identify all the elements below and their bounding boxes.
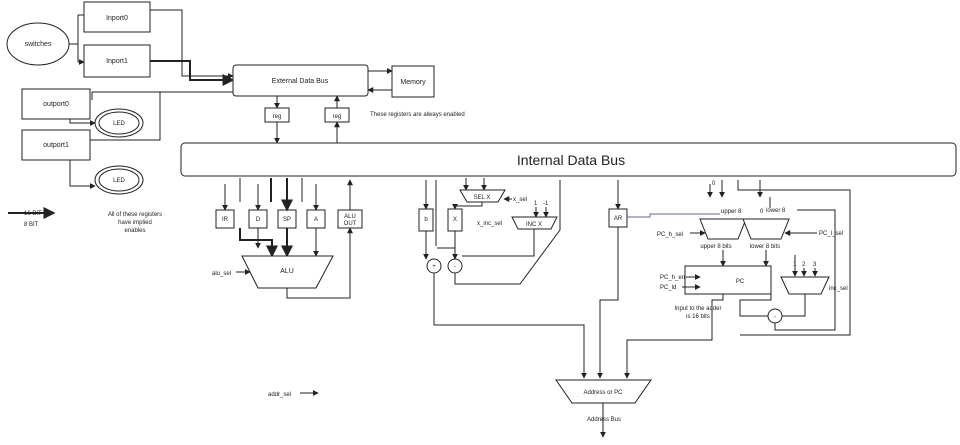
wire-ar-addr: [597, 227, 619, 379]
adder-note-2: is 16 bits: [686, 314, 710, 320]
wire-inport1-extbus: [150, 60, 235, 86]
implied-note-3: enables: [124, 228, 145, 234]
alu-label: ALU: [280, 268, 294, 275]
wire-alu-aluout: [286, 227, 353, 299]
external-data-bus: [232, 64, 369, 97]
wire-adder-x-loop: [454, 180, 561, 285]
inc-x-label: INC X: [526, 222, 542, 228]
inport0-label: Inport0: [106, 15, 128, 22]
wire-sp-alu-a: [239, 228, 278, 258]
led0-label: LED: [113, 121, 125, 127]
inc-in2: 2: [802, 262, 806, 268]
alu-sel-label: alu_sel: [212, 271, 231, 277]
led1-inner: [98, 168, 140, 192]
wire-pc-loop-upper: [737, 180, 851, 336]
pc-h-en-label: PC_h_en: [660, 275, 685, 281]
upper8-mux: [699, 218, 747, 240]
inc-x-in1: 1: [534, 201, 538, 207]
wire-pc-adder-out: [774, 209, 836, 331]
reg-x-label: X: [453, 217, 457, 223]
led1-label: LED: [113, 178, 125, 184]
reg-sp-label: SP: [283, 217, 291, 223]
pc-adder-symbol: -: [774, 314, 776, 320]
switches-label: switches: [25, 41, 52, 48]
wire-out1-in: [90, 125, 161, 141]
pc-label: PC: [736, 279, 745, 285]
x-inc-sel-label: x_inc_sel: [477, 221, 502, 227]
legend-8bit: 8 BIT: [24, 222, 39, 228]
always-enabled-note: These registers are always enabled: [370, 112, 465, 118]
upper8-in: upper 8: [721, 209, 742, 215]
addr-sel-label: addr_sel: [268, 392, 291, 398]
reg-right-label: reg: [333, 114, 342, 120]
led0-inner: [98, 111, 140, 135]
outport1-label: outport1: [43, 142, 69, 149]
pc-ld-label: PC_ld: [660, 285, 676, 291]
outport0-label: outport0: [43, 101, 69, 108]
adder-x-symbol: -: [454, 264, 456, 270]
wire-out1-led: [69, 160, 96, 189]
adder-note-1: Input to the adder: [674, 306, 721, 312]
wire-inport0-extbus: [150, 9, 234, 79]
lower8-in: lower 8: [766, 208, 786, 214]
reg-d-label: D: [256, 217, 261, 223]
address-mux-label: Address or PC: [583, 390, 623, 396]
zero-in-b: 0: [760, 209, 764, 215]
reg-ar-label: AR: [614, 216, 623, 222]
lower8-mux: [742, 218, 790, 240]
internal-data-bus-label: Internal Data Bus: [517, 152, 625, 168]
outport1-box: [21, 129, 91, 161]
lower8-bits-label: lower 8 bits: [750, 244, 780, 250]
wire-ar-pc: [627, 213, 720, 218]
implied-note-1: All of these registers: [108, 212, 162, 218]
alu-out-label-1: ALU: [344, 214, 356, 220]
sel-x-label: SEL X: [474, 195, 491, 201]
wire-incx-adder: [462, 229, 535, 257]
upper8-bits-label: upper 8 bits: [700, 244, 731, 250]
pc-h-sel-label: PC_h_sel: [657, 232, 683, 238]
x-sel-label: x_sel: [513, 197, 527, 203]
reg-b-label: b: [424, 217, 428, 223]
wire-inc-adder: [782, 294, 806, 317]
pc-box: [684, 265, 772, 295]
sel-x-mux: [459, 189, 506, 203]
memory-box: [391, 65, 435, 98]
inc-sel-label: inc_sel: [829, 286, 848, 292]
reg-left-label: reg: [273, 114, 282, 120]
address-bus-label: Address Bus: [587, 417, 621, 423]
wire-out0-led: [69, 119, 96, 126]
wire-pc-addr: [624, 294, 724, 379]
wire-adder-b-addr: [433, 273, 587, 379]
reg-ir-label: IR: [222, 217, 229, 223]
wire-extbus-outports: [92, 91, 233, 125]
inc-in3: 3: [813, 262, 817, 268]
inport1-box: [83, 44, 151, 78]
inc-x-in2: -1: [543, 201, 549, 207]
address-mux: [555, 379, 652, 404]
inport0-box: [83, 1, 151, 33]
external-data-bus-label: External Data Bus: [272, 78, 329, 85]
pc-l-sel-label: PC_l_sel: [819, 231, 843, 237]
memory-label: Memory: [400, 79, 426, 86]
wire-x-adder: [437, 231, 456, 249]
wire-selx-x: [452, 202, 483, 210]
outport0-box: [21, 88, 91, 120]
wire-pc-adder-in: [739, 294, 772, 317]
inc-mux: [780, 276, 830, 295]
wire-switches-inports: [69, 14, 84, 62]
reg-a-label: A: [314, 217, 318, 223]
zero-in-a: 0: [712, 181, 716, 187]
internal-data-bus: [180, 142, 957, 177]
inport1-label: Inport1: [106, 58, 128, 65]
adder-b-symbol: +: [432, 264, 436, 270]
inc-x-mux: [511, 216, 558, 230]
alu-out-label-2: OUT: [344, 221, 357, 227]
alu-shape: [241, 255, 334, 289]
implied-note-2: have implied: [118, 220, 152, 226]
